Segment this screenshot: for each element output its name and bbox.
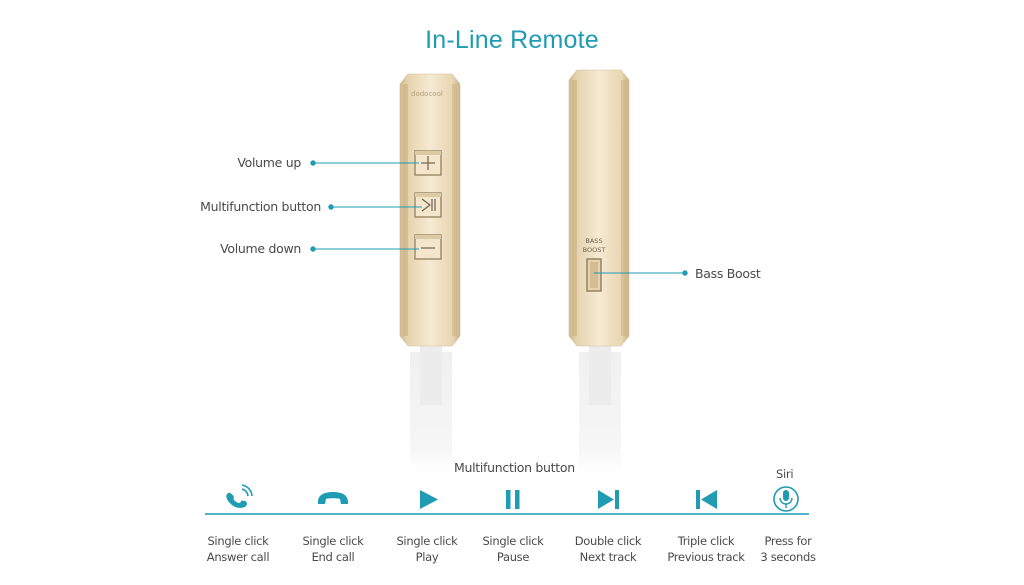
play-icon — [420, 490, 438, 509]
label-volume-down: Volume down — [220, 241, 301, 256]
legend-header: Multifunction button — [454, 460, 575, 475]
bass-boost-mark-line2: BOOST — [583, 246, 606, 254]
next-track-icon — [598, 490, 619, 509]
page-title: In-Line Remote — [425, 26, 599, 54]
label-multifunction: Multifunction button — [200, 199, 321, 214]
volume-down-dot — [310, 246, 316, 252]
remote-front — [399, 73, 461, 482]
bass-boost-switch[interactable] — [586, 258, 602, 292]
bass-boost-mark-line1: BASS — [585, 237, 602, 245]
label-volume-up: Volume up — [237, 155, 301, 170]
volume-down-button[interactable] — [414, 234, 442, 260]
brand-logo: dodocool — [411, 90, 443, 98]
multifunction-button[interactable] — [414, 192, 442, 218]
multifunction-dot — [328, 204, 334, 210]
pause-icon — [506, 490, 520, 509]
phone-answer-icon — [226, 492, 247, 508]
phone-hangup-icon — [318, 492, 348, 504]
cable-front-strain — [420, 345, 442, 405]
siri-label: Siri — [776, 467, 794, 481]
volume-up-button[interactable] — [414, 150, 442, 176]
bass-boost-dot — [682, 270, 688, 276]
volume-up-dot — [310, 160, 316, 166]
remote-back — [568, 69, 630, 482]
cable-back-strain — [589, 345, 611, 405]
remote-back-body — [568, 69, 630, 347]
label-bass-boost: Bass Boost — [695, 266, 761, 281]
previous-track-icon — [696, 490, 717, 509]
microphone-icon — [773, 486, 799, 512]
